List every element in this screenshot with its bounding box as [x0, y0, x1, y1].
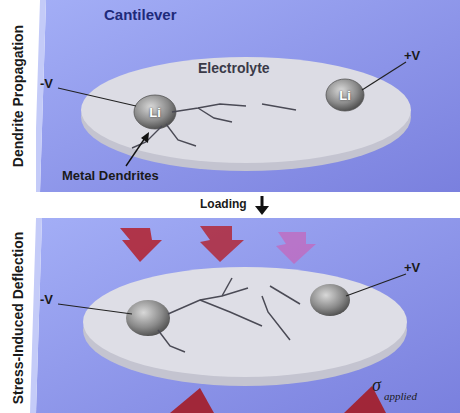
- lithium-electrode: [310, 284, 350, 316]
- panel-title: Dendrite Propagation: [10, 25, 26, 167]
- voltage-label: +V: [404, 260, 420, 275]
- cantilever-panel: CantileverElectrolyteLi Li: [36, 0, 460, 192]
- wire: [58, 304, 132, 314]
- metal-dendrites: [132, 104, 296, 148]
- cantilever-panel: [36, 218, 460, 413]
- wire: [346, 274, 406, 296]
- metal-dendrites: [158, 278, 300, 352]
- step-label: Loading: [200, 197, 247, 211]
- panel-title: Stress-Induced Deflection: [10, 232, 26, 405]
- node-text: Li: [133, 94, 177, 130]
- voltage-label: -V: [40, 292, 53, 307]
- leader-arrow-head: [141, 132, 149, 143]
- panel-edge: [30, 218, 42, 413]
- node-text: Electrolyte: [198, 60, 270, 76]
- stress-arrows: [120, 226, 386, 413]
- wire: [58, 88, 136, 106]
- lithium-electrode: [126, 300, 170, 336]
- lithium-electrode: Li: [133, 94, 177, 130]
- loading-arrow-head: [255, 206, 269, 215]
- stress-symbol: σ: [372, 375, 381, 396]
- electrolyte-disc: ElectrolyteLi Li: [80, 50, 412, 172]
- voltage-label: +V: [404, 48, 420, 63]
- part-name: Metal Dendrites: [62, 168, 159, 183]
- voltage-label: -V: [40, 76, 53, 91]
- electrolyte-disc: [83, 267, 407, 377]
- leader-arrow: [126, 138, 145, 166]
- stress-subscript: applied: [384, 390, 417, 402]
- lithium-electrode: Li: [325, 78, 365, 112]
- node-text: Li: [325, 78, 365, 112]
- node-text: Cantilever: [104, 6, 177, 23]
- wire: [362, 62, 406, 90]
